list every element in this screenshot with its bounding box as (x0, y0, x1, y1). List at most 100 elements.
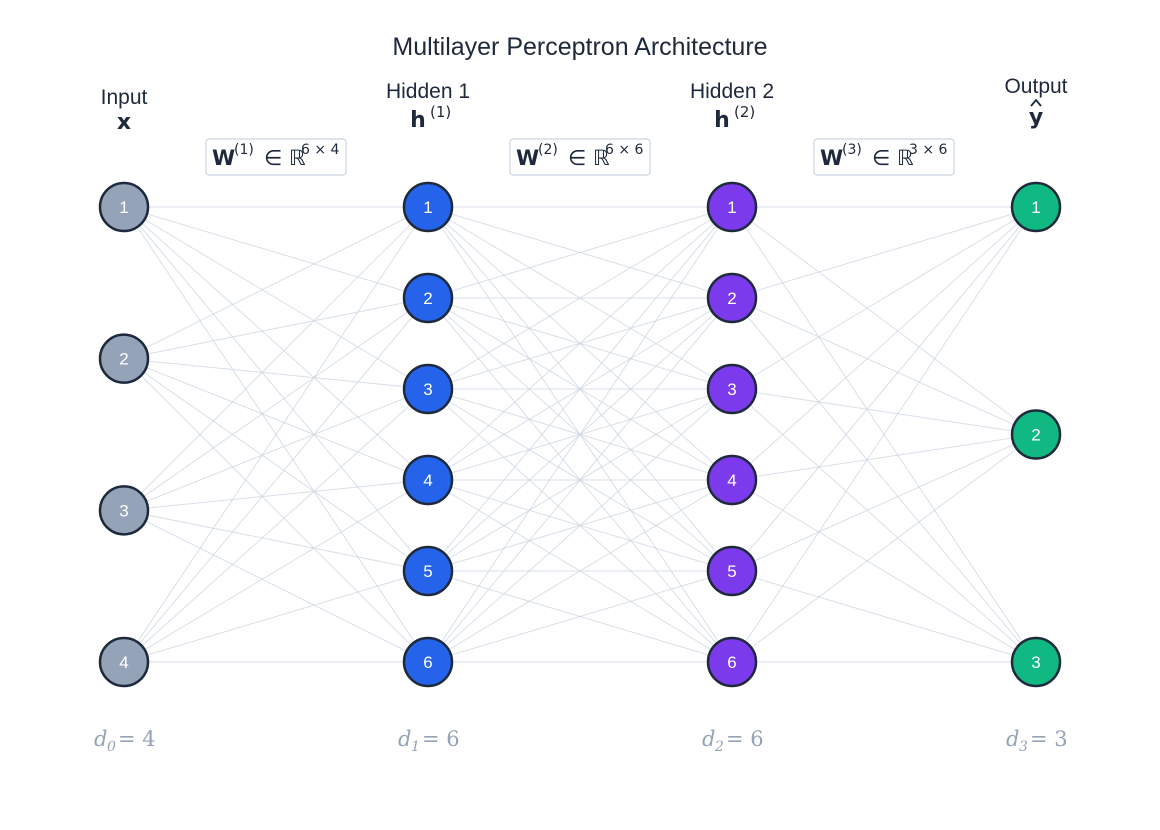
dim-var-1: d (398, 727, 411, 751)
neuron-label-l2-1: 1 (727, 198, 736, 217)
neuron-l2-3 (706, 363, 758, 415)
neuron-label-l0-4: 4 (119, 653, 128, 672)
dim-subscript-0: 0 (107, 739, 116, 755)
layer-symbol-3: y (1029, 105, 1043, 130)
edge-l1-2-4 (123, 358, 429, 481)
layer-title-3: Output (1004, 75, 1067, 98)
dim-value-2: = 6 (726, 727, 764, 751)
weight-superscript-3: (3) (842, 142, 862, 158)
edge-l2-6-3 (427, 388, 733, 663)
neuron-label-l1-1: 1 (423, 198, 432, 217)
edge-l3-2-2 (731, 297, 1037, 435)
neuron-l2-5 (706, 545, 758, 597)
neuron-label-l1-3: 3 (423, 380, 432, 399)
connections (123, 206, 1037, 663)
neuron-l2-6 (706, 636, 758, 688)
neuron-l1-1 (402, 181, 454, 233)
neuron-label-l3-1: 1 (1031, 198, 1040, 217)
neuron-label-l0-2: 2 (119, 350, 128, 369)
weight-set-3: ∈ ℝ (872, 146, 914, 170)
neuron-label-l2-3: 3 (727, 380, 736, 399)
neuron-l2-1 (706, 181, 758, 233)
layer-superscript-1: (1) (430, 103, 451, 121)
edge-l1-4-4 (123, 479, 429, 663)
neuron-label-l1-2: 2 (423, 289, 432, 308)
neuron-label-l0-1: 1 (119, 198, 128, 217)
edge-l2-6-4 (427, 479, 733, 663)
edge-l2-5-1 (427, 206, 733, 572)
edge-l3-5-3 (731, 570, 1037, 663)
weight-box-1 (205, 138, 347, 176)
edge-l1-1-3 (123, 206, 429, 390)
dim-subscript-2: 2 (714, 739, 724, 755)
neuron-l0-4 (98, 636, 150, 688)
dim-var-2: d (702, 727, 715, 751)
neuron-l0-2 (98, 333, 150, 384)
edge-l2-6-5 (427, 570, 733, 663)
edge-l1-4-1 (123, 206, 429, 663)
edge-l1-3-5 (123, 509, 429, 572)
dim-var-3: d (1006, 727, 1019, 751)
diagram-title: Multilayer Perceptron Architecture (392, 33, 767, 61)
neuron-label-l3-3: 3 (1031, 653, 1040, 672)
weight-superscript-1: (1) (234, 142, 254, 158)
edge-l2-2-1 (427, 206, 733, 299)
edge-l1-3-1 (123, 206, 429, 511)
edge-l3-4-3 (731, 479, 1037, 663)
weight-symbol-2: W (516, 146, 539, 170)
weight-dims-2: 6 × 6 (605, 142, 644, 158)
weight-dims-3: 3 × 6 (909, 142, 948, 158)
neuron-label-l2-4: 4 (727, 471, 736, 490)
dim-value-0: = 4 (118, 727, 156, 751)
neuron-label-l0-3: 3 (119, 501, 128, 520)
edge-l3-4-1 (731, 206, 1037, 481)
edge-l1-1-5 (123, 206, 429, 572)
layer-title-0: Input (101, 86, 148, 109)
edge-l1-3-2 (123, 297, 429, 511)
edge-l1-2-5 (123, 358, 429, 572)
neuron-label-l1-6: 6 (423, 653, 432, 672)
neuron-l3-3 (1010, 636, 1062, 688)
neuron-label-l1-5: 5 (423, 562, 432, 581)
layer-title-2: Hidden 2 (690, 80, 774, 103)
edge-l2-4-1 (427, 206, 733, 481)
edge-l3-3-1 (731, 206, 1037, 390)
edge-l3-2-1 (731, 206, 1037, 299)
edge-l1-1-4 (123, 206, 429, 481)
edge-l1-4-3 (123, 388, 429, 663)
edge-l3-5-1 (731, 206, 1037, 572)
dim-value-1: = 6 (422, 727, 460, 751)
neuron-l3-1 (1010, 181, 1062, 233)
edge-l3-4-2 (731, 434, 1037, 481)
layer-title-1: Hidden 1 (386, 80, 470, 103)
edge-l1-2-2 (123, 297, 429, 360)
edge-l1-3-4 (123, 479, 429, 511)
edge-l1-4-2 (123, 297, 429, 663)
hat-accent-icon (1030, 98, 1042, 107)
weight-dims-1: 6 × 4 (301, 142, 340, 158)
weight-superscript-2: (2) (538, 142, 558, 158)
edge-l1-2-6 (123, 358, 429, 663)
weight-symbol-1: W (212, 146, 235, 170)
neuron-label-l2-2: 2 (727, 289, 736, 308)
weight-symbol-3: W (820, 146, 843, 170)
edge-l1-2-1 (123, 206, 429, 360)
edge-l1-3-3 (123, 388, 429, 511)
neuron-l0-3 (98, 485, 150, 536)
edge-l1-4-5 (123, 570, 429, 663)
edge-l1-3-6 (123, 509, 429, 663)
edge-l3-5-2 (731, 434, 1037, 572)
neuron-l3-2 (1010, 409, 1062, 460)
edge-l2-6-2 (427, 297, 733, 663)
layer-symbol-2: h (714, 108, 730, 133)
edge-l3-3-3 (731, 388, 1037, 663)
dim-var-0: d (94, 727, 107, 751)
edge-l3-3-2 (731, 388, 1037, 435)
edge-l3-6-1 (731, 206, 1037, 663)
neuron-l0-1 (98, 181, 150, 233)
edge-l1-2-3 (123, 358, 429, 390)
